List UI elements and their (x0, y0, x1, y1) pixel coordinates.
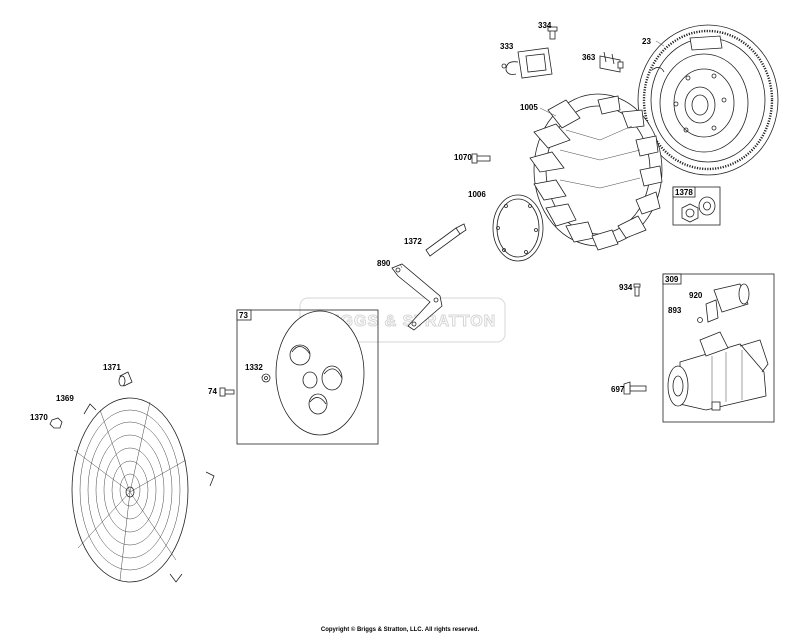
callout-1005: 1005 (520, 103, 538, 112)
callout-23: 23 (642, 37, 651, 46)
leader-lines (399, 40, 665, 269)
callout-893: 893 (668, 306, 682, 315)
part-1005-fan[interactable] (529, 93, 663, 251)
label-1378: 1378 (675, 188, 693, 197)
callout-74: 74 (208, 387, 217, 396)
part-1006-plate[interactable] (492, 194, 544, 262)
part-1070-bolt[interactable] (471, 153, 491, 164)
callout-1371: 1371 (103, 363, 121, 372)
callout-1006: 1006 (468, 190, 486, 199)
callout-labels: 334 333 363 23 1005 1070 1006 1372 890 9… (30, 21, 703, 422)
part-1369-fan-guard[interactable] (71, 397, 215, 583)
label-309: 309 (665, 275, 679, 284)
label-73: 73 (239, 311, 248, 320)
callout-1369: 1369 (56, 394, 74, 403)
callout-934: 934 (619, 283, 633, 292)
part-23-flywheel[interactable] (637, 24, 779, 176)
part-309-starter-box[interactable]: 309 (662, 273, 775, 423)
callout-1332: 1332 (245, 363, 263, 372)
part-1371-spacer[interactable] (118, 371, 133, 387)
callout-697: 697 (611, 385, 625, 394)
part-74-screw[interactable] (219, 387, 235, 397)
watermark-text: BRIGGS & STRATTON (310, 313, 496, 330)
callout-890: 890 (377, 259, 391, 268)
callout-1070: 1070 (454, 153, 472, 162)
part-890-bracket[interactable] (391, 263, 443, 331)
part-363-clip[interactable] (599, 51, 624, 73)
part-697-bolt[interactable] (623, 381, 647, 395)
part-333-armature[interactable] (501, 47, 553, 79)
callout-334: 334 (538, 21, 552, 30)
callout-333: 333 (500, 42, 514, 51)
part-1370-nut[interactable] (49, 417, 63, 429)
part-1378-nut-washer-box[interactable]: 1378 (672, 186, 721, 226)
part-1372-stud[interactable] (425, 223, 467, 257)
part-334-screw[interactable] (547, 26, 558, 40)
callout-920: 920 (689, 291, 703, 300)
part-934-screw[interactable] (633, 283, 641, 297)
callout-363: 363 (582, 53, 596, 62)
part-73-cover-box[interactable]: 73 (236, 309, 379, 445)
copyright-notice: Copyright © Briggs & Stratton, LLC. All … (320, 627, 480, 633)
callout-1370: 1370 (30, 413, 48, 422)
callout-1372: 1372 (404, 237, 422, 246)
